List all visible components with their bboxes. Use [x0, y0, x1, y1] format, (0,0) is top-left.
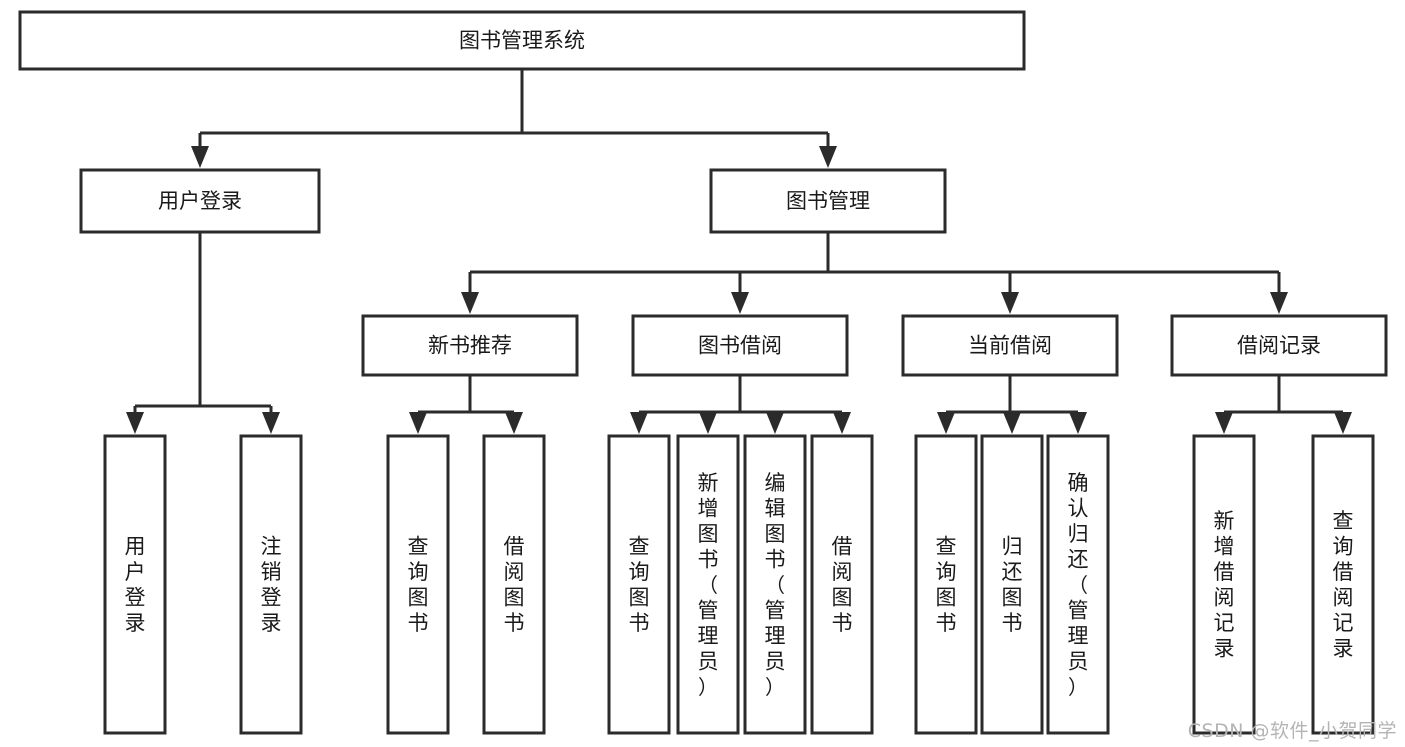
node-label: 新增图书（管理员） — [698, 471, 719, 699]
node-leaf-query-book-3[interactable]: 查询图书 — [914, 434, 978, 735]
node-leaf-borrow-book-1[interactable]: 借阅图书 — [482, 434, 546, 735]
node-box[interactable] — [631, 314, 849, 377]
node-box[interactable] — [810, 434, 874, 735]
connector-layer — [126, 69, 1352, 434]
node-box[interactable] — [361, 314, 579, 377]
arrow-head-icon — [461, 292, 479, 314]
node-current-borrow[interactable]: 当前借阅 — [901, 314, 1119, 377]
node-box[interactable] — [482, 434, 546, 735]
node-box[interactable] — [1046, 434, 1110, 735]
node-leaf-borrow-book-2[interactable]: 借阅图书 — [810, 434, 874, 735]
node-box[interactable] — [743, 434, 807, 735]
node-box[interactable] — [18, 10, 1026, 71]
node-label: 新增借阅记录 — [1214, 509, 1235, 661]
node-box[interactable] — [1170, 314, 1388, 377]
arrow-head-icon — [766, 412, 784, 434]
node-label: 用户登录 — [158, 189, 242, 213]
node-label: 查询借阅记录 — [1333, 509, 1354, 661]
node-label: 注销登录 — [261, 535, 282, 636]
node-new-book-recommend[interactable]: 新书推荐 — [361, 314, 579, 377]
node-box[interactable] — [901, 314, 1119, 377]
node-leaf-user-logout[interactable]: 注销登录 — [239, 434, 303, 735]
node-label: 查询图书 — [936, 535, 957, 636]
node-label: 图书管理系统 — [459, 29, 585, 53]
node-label: 图书借阅 — [698, 334, 782, 358]
node-leaf-confirm-return[interactable]: 确认归还（管理员） — [1046, 434, 1110, 735]
arrow-head-icon — [833, 412, 851, 434]
node-box[interactable] — [103, 434, 167, 735]
node-box[interactable] — [1192, 434, 1256, 735]
node-label: 借阅图书 — [832, 535, 853, 636]
node-leaf-query-book-1[interactable]: 查询图书 — [386, 434, 450, 735]
node-label: 确认归还（管理员） — [1068, 471, 1089, 699]
node-leaf-query-record[interactable]: 查询借阅记录 — [1311, 434, 1375, 735]
arrow-head-icon — [630, 412, 648, 434]
node-box[interactable] — [386, 434, 450, 735]
node-box[interactable] — [79, 168, 321, 234]
node-box[interactable] — [676, 434, 740, 735]
arrow-head-icon — [937, 412, 955, 434]
node-leaf-query-book-2[interactable]: 查询图书 — [607, 434, 671, 735]
node-label: 借阅记录 — [1237, 334, 1321, 358]
node-label: 用户登录 — [125, 535, 146, 636]
arrow-head-icon — [505, 412, 523, 434]
arrow-head-icon — [1270, 292, 1288, 314]
node-box[interactable] — [709, 168, 947, 234]
arrow-head-icon — [1001, 292, 1019, 314]
node-box[interactable] — [607, 434, 671, 735]
node-label: 编辑图书（管理员） — [765, 471, 786, 699]
node-label: 归还图书 — [1002, 535, 1023, 636]
arrow-head-icon — [1069, 412, 1087, 434]
node-leaf-return-book[interactable]: 归还图书 — [980, 434, 1044, 735]
node-label: 查询图书 — [629, 535, 650, 636]
arrow-head-icon — [731, 292, 749, 314]
node-leaf-user-login[interactable]: 用户登录 — [103, 434, 167, 735]
node-user-login[interactable]: 用户登录 — [79, 168, 321, 234]
node-label: 借阅图书 — [504, 535, 525, 636]
node-box[interactable] — [914, 434, 978, 735]
node-label: 当前借阅 — [968, 334, 1052, 358]
node-label: 图书管理 — [786, 189, 870, 213]
node-leaf-edit-book[interactable]: 编辑图书（管理员） — [743, 434, 807, 735]
arrow-head-icon — [1215, 412, 1233, 434]
node-box[interactable] — [239, 434, 303, 735]
node-label: 查询图书 — [408, 535, 429, 636]
arrow-head-icon — [262, 412, 280, 434]
node-leaf-add-record[interactable]: 新增借阅记录 — [1192, 434, 1256, 735]
arrow-head-icon — [191, 146, 209, 168]
arrow-head-icon — [409, 412, 427, 434]
node-layer: 图书管理系统用户登录图书管理新书推荐图书借阅当前借阅借阅记录用户登录注销登录查询… — [18, 10, 1388, 735]
arrow-head-icon — [699, 412, 717, 434]
node-borrow-record[interactable]: 借阅记录 — [1170, 314, 1388, 377]
arrow-head-icon — [1334, 412, 1352, 434]
arrow-head-icon — [1003, 412, 1021, 434]
node-book-manage[interactable]: 图书管理 — [709, 168, 947, 234]
node-leaf-add-book[interactable]: 新增图书（管理员） — [676, 434, 740, 735]
node-box[interactable] — [980, 434, 1044, 735]
node-book-borrow[interactable]: 图书借阅 — [631, 314, 849, 377]
arrow-head-icon — [126, 412, 144, 434]
node-box[interactable] — [1311, 434, 1375, 735]
node-label: 新书推荐 — [428, 334, 512, 358]
node-root[interactable]: 图书管理系统 — [18, 10, 1026, 71]
arrow-head-icon — [819, 146, 837, 168]
